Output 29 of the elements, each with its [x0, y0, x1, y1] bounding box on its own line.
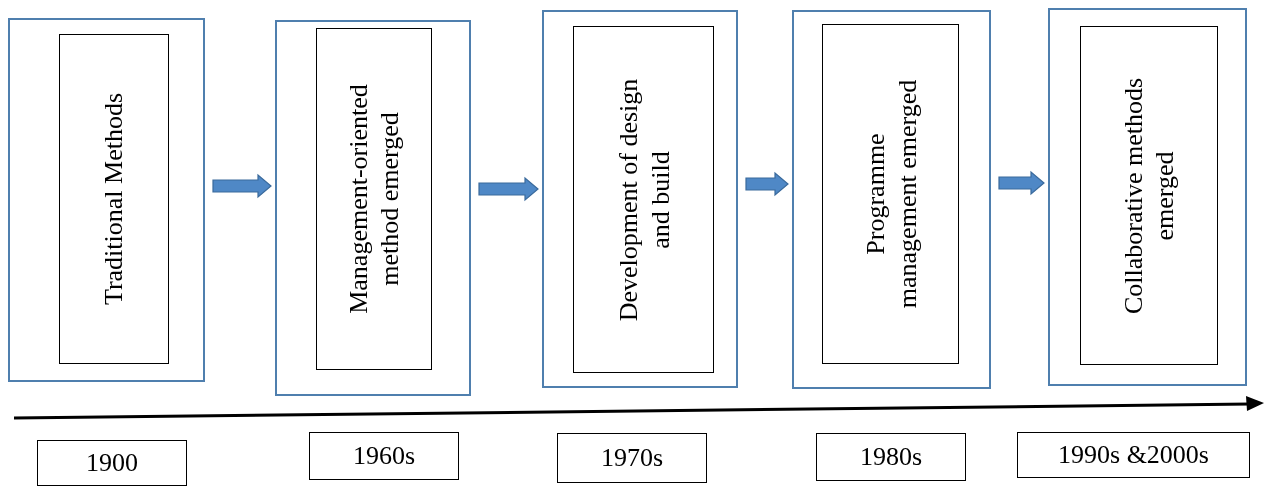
year-label: 1980s [859, 442, 923, 472]
stage-box [59, 34, 169, 364]
stage-frame [792, 10, 991, 389]
stage-frame [1048, 8, 1247, 386]
block-arrow [478, 176, 539, 202]
stage-frame [275, 20, 471, 396]
block-arrow [212, 173, 272, 199]
year-box [37, 440, 187, 486]
stage-box [1080, 26, 1218, 365]
year-label: 1900 [86, 448, 138, 478]
stage-box [822, 24, 959, 364]
stage-frame [542, 10, 738, 388]
stage-label: Programme management emerged [859, 78, 922, 311]
stage-label: Management-oriented method emerged [342, 83, 405, 316]
stage-label: Collaborative methods emerged [1117, 76, 1180, 316]
stage-label: Development of design and build [612, 77, 675, 323]
year-box [1017, 432, 1250, 478]
stage-label: Traditional Methods [98, 92, 130, 306]
year-label: 1990s &2000s [1058, 440, 1209, 470]
year-label: 1960s [352, 441, 416, 471]
year-box [557, 433, 707, 483]
block-arrow [998, 170, 1045, 196]
year-box [816, 433, 966, 481]
stage-box [573, 26, 714, 373]
block-arrow [745, 171, 789, 197]
stage-box [316, 28, 432, 370]
year-box [309, 432, 459, 480]
year-label: 1970s [600, 443, 664, 473]
stage-frame [8, 18, 205, 382]
